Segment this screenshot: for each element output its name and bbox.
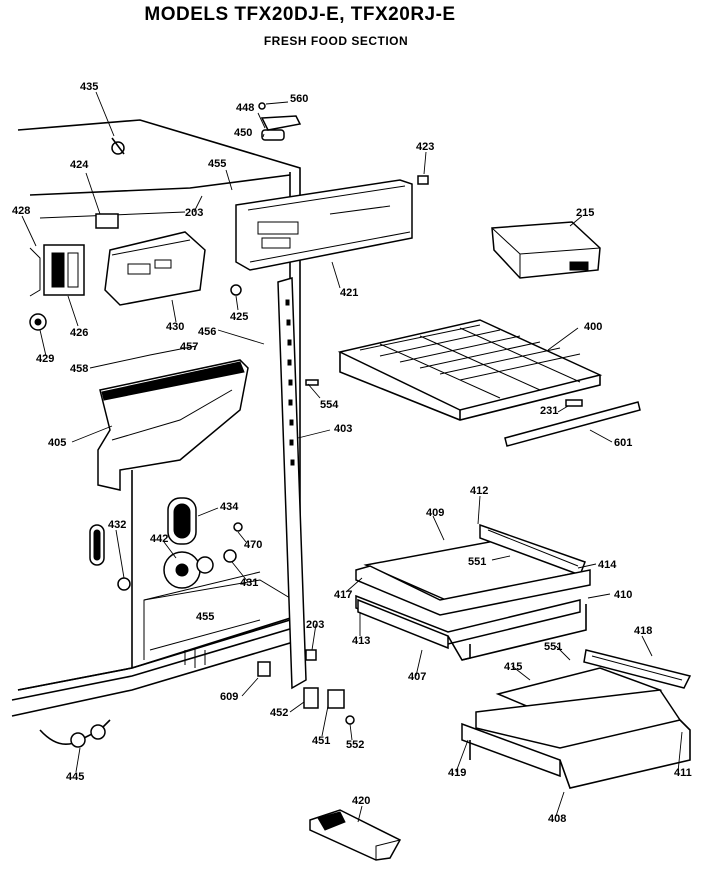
callout-408: 408: [548, 813, 566, 825]
callout-203-upper: 203: [185, 207, 203, 219]
callout-414: 414: [598, 559, 617, 571]
callout-455-lower: 455: [196, 611, 214, 623]
callout-412: 412: [470, 485, 488, 497]
callout-456: 456: [198, 326, 216, 338]
callout-458: 458: [70, 363, 88, 375]
callout-417: 417: [334, 589, 352, 601]
callout-423: 423: [416, 141, 434, 153]
callout-552: 552: [346, 739, 364, 751]
callout-409: 409: [426, 507, 444, 519]
light-socket-426: [29, 244, 85, 297]
thermostat-housing-430: [104, 231, 206, 306]
callout-601: 601: [614, 437, 632, 449]
wire-shelf-400: [337, 319, 603, 421]
callout-431: 431: [240, 577, 258, 589]
callout-labels: 435 448 560 450 423 424 455 203 428 215 …: [12, 81, 692, 825]
page-subtitle: FRESH FOOD SECTION: [263, 34, 409, 48]
callout-551-upper: 551: [468, 556, 486, 568]
callout-455-upper: 455: [208, 158, 226, 170]
callout-403: 403: [334, 423, 352, 435]
callout-415: 415: [504, 661, 522, 673]
callout-448: 448: [236, 102, 254, 114]
callout-470: 470: [244, 539, 262, 551]
callout-231: 231: [540, 405, 558, 417]
callout-450: 450: [234, 127, 252, 139]
leader-lines: [21, 91, 683, 823]
dairy-tray-215: [491, 221, 601, 279]
callout-420: 420: [352, 795, 370, 807]
callout-426: 426: [70, 327, 88, 339]
callout-400: 400: [584, 321, 602, 333]
callout-410: 410: [614, 589, 632, 601]
callout-405: 405: [48, 437, 66, 449]
callout-425: 425: [230, 311, 248, 323]
callout-203-lower: 203: [306, 619, 324, 631]
callout-419: 419: [448, 767, 466, 779]
callout-407: 407: [408, 671, 426, 683]
lower-crisper-assembly: [461, 649, 692, 789]
callout-421: 421: [340, 287, 358, 299]
callout-451: 451: [312, 735, 330, 747]
callout-424: 424: [70, 159, 89, 171]
callout-429: 429: [36, 353, 54, 365]
shelf-trim-601: [504, 401, 641, 447]
tray-420: [309, 809, 402, 861]
callout-430: 430: [166, 321, 184, 333]
callout-442: 442: [150, 533, 168, 545]
callout-554: 554: [320, 399, 339, 411]
callout-432: 432: [108, 519, 126, 531]
callout-560: 560: [290, 93, 308, 105]
callout-452: 452: [270, 707, 288, 719]
callout-457: 457: [180, 341, 198, 353]
callout-215: 215: [576, 207, 594, 219]
control-housing-421: [235, 179, 413, 271]
callout-434: 434: [220, 501, 239, 513]
divider-channel-403: [277, 277, 307, 690]
callout-435: 435: [80, 81, 98, 93]
meat-pan-cover-405: [97, 359, 249, 491]
page-title: MODELS TFX20DJ-E, TFX20RJ-E: [144, 4, 456, 25]
callout-418: 418: [634, 625, 652, 637]
callout-609: 609: [220, 691, 238, 703]
callout-551-lower: 551: [544, 641, 562, 653]
callout-428: 428: [12, 205, 30, 217]
upper-crisper-assembly: [355, 523, 591, 661]
callout-413: 413: [352, 635, 370, 647]
small-parts: [29, 102, 583, 748]
callout-411: 411: [674, 767, 692, 779]
callout-445: 445: [66, 771, 84, 783]
